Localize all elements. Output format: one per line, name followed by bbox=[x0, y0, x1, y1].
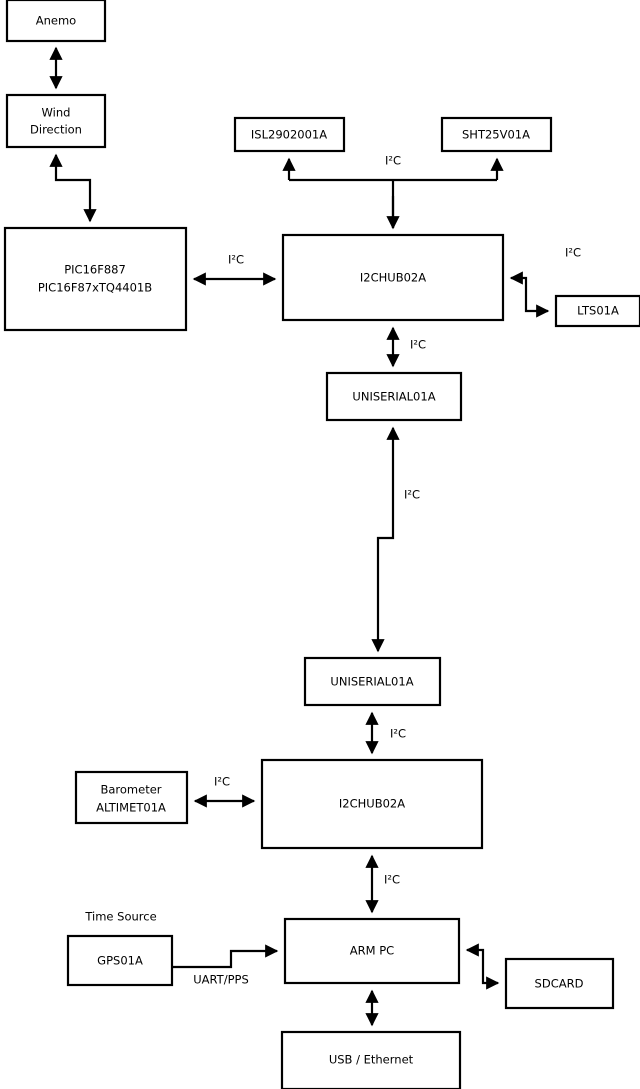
node-arm-pc[interactable]: ARM PC bbox=[283, 917, 461, 985]
node-uniserial-bot-label: UNISERIAL01A bbox=[330, 675, 413, 689]
node-armpc-box[interactable] bbox=[283, 917, 461, 985]
edge-uniserial-link bbox=[371, 426, 400, 653]
node-usb-ethernet[interactable]: USB / Ethernet bbox=[280, 1030, 462, 1089]
node-i2chub02a-top[interactable]: I2CHUB02A bbox=[281, 233, 505, 322]
edge-label-i2c-uniserial-hub: I²C bbox=[390, 727, 406, 741]
node-isl-label: ISL2902001A bbox=[251, 128, 327, 142]
node-barometer-label-line2: ALTIMET01A bbox=[96, 801, 166, 815]
edge-label-i2c-hub-uniserial: I²C bbox=[410, 338, 426, 352]
node-isl2902001a[interactable]: ISL2902001A bbox=[233, 116, 346, 153]
edge-armpc-sdcard bbox=[465, 943, 500, 990]
node-anemo-label: Anemo bbox=[36, 14, 76, 28]
edge-label-i2c-barometer-hub: I²C bbox=[214, 775, 230, 789]
node-armpc-label: ARM PC bbox=[350, 944, 394, 958]
node-barometer-altimet01a[interactable]: Barometer ALTIMET01A bbox=[74, 770, 189, 825]
node-uniserial-top-label: UNISERIAL01A bbox=[352, 390, 435, 404]
node-sdcard-label: SDCARD bbox=[535, 977, 584, 991]
node-anemo[interactable]: Anemo bbox=[5, 0, 107, 43]
node-wind-direction[interactable]: Wind Direction bbox=[5, 93, 107, 149]
node-wind-direction-label-line1: Wind bbox=[42, 106, 71, 120]
node-uniserial-bot-box[interactable] bbox=[303, 656, 442, 707]
edge-wind-pic bbox=[49, 153, 97, 223]
node-pic-label-line1: PIC16F887 bbox=[64, 263, 126, 277]
node-lts-box[interactable] bbox=[554, 294, 640, 328]
node-sdcard-box[interactable] bbox=[504, 957, 615, 1010]
node-uniserial-top-box[interactable] bbox=[325, 371, 463, 422]
node-wind-direction-box[interactable] bbox=[5, 93, 107, 149]
node-hub-bot-label: I2CHUB02A bbox=[339, 797, 405, 811]
node-anemo-box[interactable] bbox=[5, 0, 107, 43]
edge-label-uart-pps: UART/PPS bbox=[193, 973, 249, 987]
node-sdcard[interactable]: SDCARD bbox=[504, 957, 615, 1010]
node-barometer-box[interactable] bbox=[74, 770, 189, 825]
edge-label-i2c-hub-lts: I²C bbox=[565, 246, 581, 260]
node-i2chub02a-bottom[interactable]: I2CHUB02A bbox=[260, 758, 484, 850]
node-wind-direction-label-line2: Direction bbox=[30, 123, 82, 137]
node-lts01a[interactable]: LTS01A bbox=[554, 294, 640, 328]
node-lts-label: LTS01A bbox=[577, 304, 619, 318]
node-gps-box[interactable] bbox=[66, 934, 174, 987]
label-time-source: Time Source bbox=[84, 910, 156, 924]
node-uniserial01a-bottom[interactable]: UNISERIAL01A bbox=[303, 656, 442, 707]
node-gps01a[interactable]: GPS01A bbox=[66, 934, 174, 987]
edge-label-i2c-pic-hub: I²C bbox=[228, 253, 244, 267]
node-sht-box[interactable] bbox=[440, 116, 553, 153]
node-pic-microcontroller[interactable]: PIC16F887 PIC16F87xTQ4401B bbox=[3, 226, 188, 332]
edge-label-i2c-hub-armpc: I²C bbox=[384, 873, 400, 887]
node-hub-bot-box[interactable] bbox=[260, 758, 484, 850]
node-pic-box[interactable] bbox=[3, 226, 188, 332]
node-pic-label-line2: PIC16F87xTQ4401B bbox=[38, 281, 152, 295]
node-isl-box[interactable] bbox=[233, 116, 346, 153]
edge-label-i2c-uniserial-link: I²C bbox=[404, 488, 420, 502]
node-uniserial01a-top[interactable]: UNISERIAL01A bbox=[325, 371, 463, 422]
node-barometer-label-line1: Barometer bbox=[100, 783, 161, 797]
node-gps-label: GPS01A bbox=[97, 954, 143, 968]
edge-gps-armpc bbox=[172, 944, 279, 969]
node-sht25v01a[interactable]: SHT25V01A bbox=[440, 116, 553, 153]
node-hub-top-label: I2CHUB02A bbox=[360, 271, 426, 285]
node-usbeth-label: USB / Ethernet bbox=[329, 1053, 414, 1067]
node-hub-top-box[interactable] bbox=[281, 233, 505, 322]
node-sht-label: SHT25V01A bbox=[462, 128, 530, 142]
node-usbeth-box[interactable] bbox=[280, 1030, 462, 1089]
edge-label-i2c-bus-top: I²C bbox=[385, 154, 401, 168]
edge-hub-lts bbox=[509, 271, 550, 318]
